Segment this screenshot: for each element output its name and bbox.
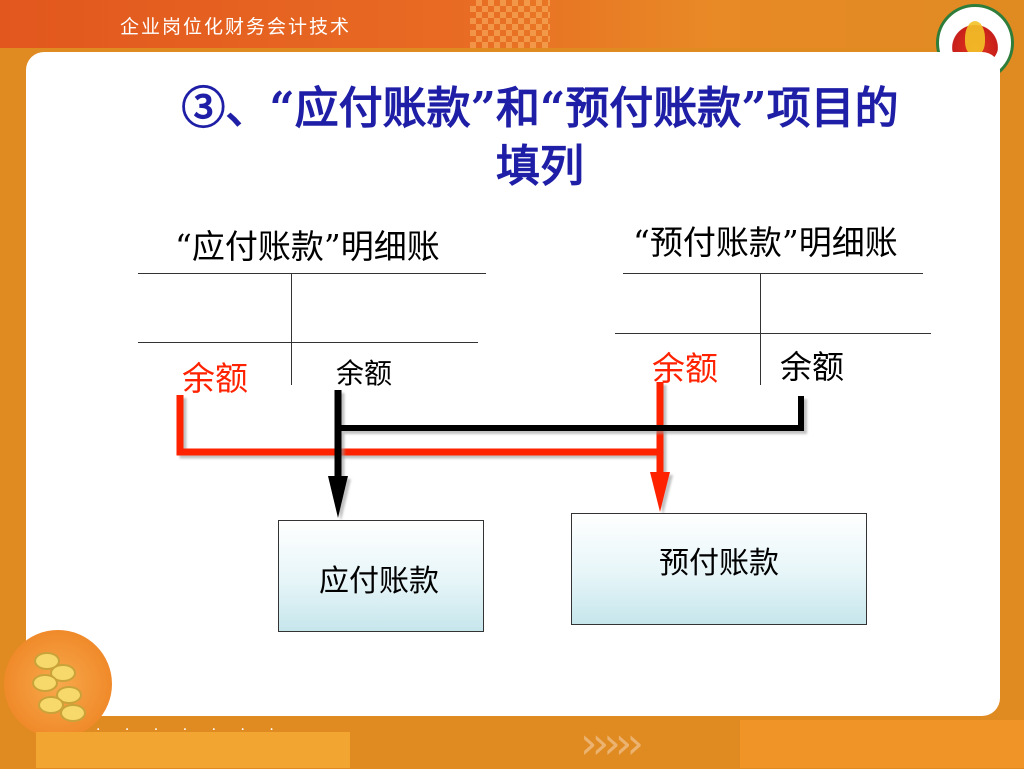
slide-title-line2: 填列 xyxy=(496,141,584,192)
payable-account-box: 应付账款 xyxy=(278,520,484,632)
payable-ledger-top-rule xyxy=(138,273,486,274)
prepaid-account-label: 预付账款 xyxy=(659,546,779,581)
black-arrow-head xyxy=(328,476,348,518)
red-flow-path xyxy=(176,382,670,512)
payable-debit-balance-label: 余额 xyxy=(182,359,248,398)
prepaid-ledger-divider xyxy=(760,273,761,385)
header-title: 企业岗位化财务会计技术 xyxy=(120,16,352,38)
prepaid-ledger-title: “预付账款”明细账 xyxy=(633,223,898,262)
footer-dots: · · · · · · · xyxy=(96,722,284,738)
payable-ledger-mid-rule xyxy=(138,342,478,343)
checker-decoration xyxy=(470,0,550,48)
header-bar xyxy=(0,0,1024,48)
black-flow-path xyxy=(328,390,804,518)
prepaid-debit-balance-label: 余额 xyxy=(652,349,718,388)
prepaid-credit-balance-label: 余额 xyxy=(780,348,845,386)
prepaid-account-box: 预付账款 xyxy=(571,513,867,625)
payable-ledger-divider xyxy=(291,273,292,385)
footer-strip xyxy=(36,732,350,768)
payable-ledger-title: “应付账款”明细账 xyxy=(175,227,440,266)
payable-credit-balance-label: 余额 xyxy=(336,357,393,390)
prepaid-ledger-top-rule xyxy=(623,273,923,274)
footer-block xyxy=(740,720,1024,768)
slide-title-line1: ③、“应付账款”和“预付账款”项目的 xyxy=(181,83,899,134)
payable-account-label: 应付账款 xyxy=(319,564,439,599)
prepaid-ledger-mid-rule xyxy=(615,333,931,334)
slide-title: ③、“应付账款”和“预付账款”项目的 填列 xyxy=(80,80,1000,196)
red-arrow-head xyxy=(650,472,670,512)
chevron-decoration-icon: ››››› xyxy=(580,718,644,769)
coins-icon xyxy=(4,630,112,738)
